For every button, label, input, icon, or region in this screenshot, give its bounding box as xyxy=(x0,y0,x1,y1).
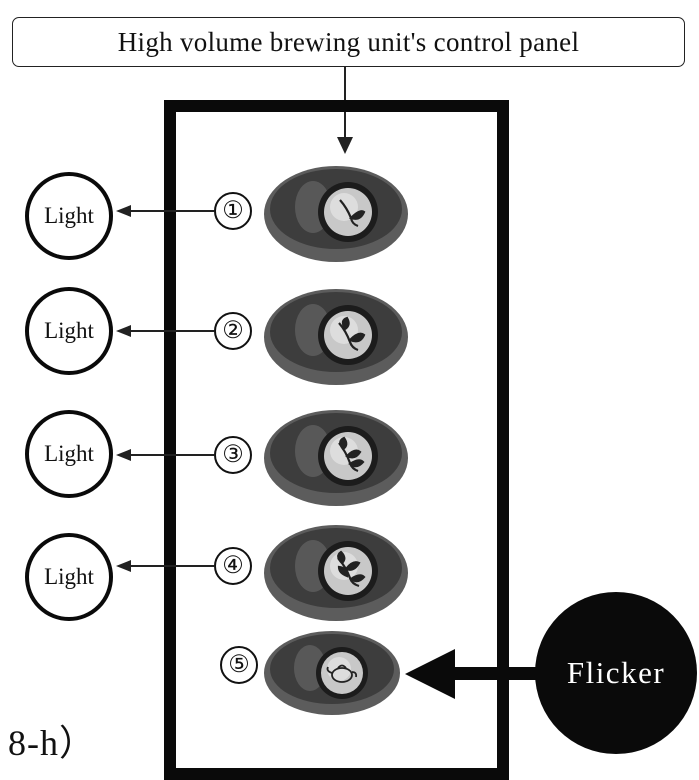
leaf-icon xyxy=(337,550,366,588)
light-arrow-head-1 xyxy=(116,205,131,217)
light-indicator-4: Light xyxy=(25,533,113,621)
panel-button-5[interactable] xyxy=(262,628,402,723)
kettle-icon xyxy=(326,664,358,683)
button-number-1: ① xyxy=(214,192,252,230)
panel-button-4[interactable] xyxy=(261,521,411,630)
light-arrow-line-1 xyxy=(130,210,214,212)
panel-button-1[interactable] xyxy=(261,162,411,271)
title-pointer-arrowhead xyxy=(337,137,353,154)
light-indicator-3: Light xyxy=(25,410,113,498)
flicker-arrow-head xyxy=(405,649,455,699)
button-number-2: ② xyxy=(214,312,252,350)
light-arrow-line-2 xyxy=(130,330,214,332)
leaf-icon xyxy=(339,199,366,228)
light-arrow-head-2 xyxy=(116,325,131,337)
figure-label: 8-h） xyxy=(8,723,96,763)
light-arrow-head-4 xyxy=(116,560,131,572)
leaf-icon xyxy=(338,316,366,352)
button-number-3: ③ xyxy=(214,436,252,474)
light-arrow-line-3 xyxy=(130,454,214,456)
light-arrow-head-3 xyxy=(116,449,131,461)
light-indicator-1: Light xyxy=(25,172,113,260)
light-indicator-2: Light xyxy=(25,287,113,375)
button-number-5: ⑤ xyxy=(220,646,258,684)
button-number-4: ④ xyxy=(214,547,252,585)
panel-title: High volume brewing unit's control panel xyxy=(12,17,685,67)
flicker-arrow-shaft xyxy=(448,667,543,680)
panel-button-3[interactable] xyxy=(261,406,411,515)
light-arrow-line-4 xyxy=(130,565,214,567)
panel-button-2[interactable] xyxy=(261,285,411,394)
flicker-indicator: Flicker xyxy=(535,592,697,754)
leaf-icon xyxy=(338,436,365,473)
